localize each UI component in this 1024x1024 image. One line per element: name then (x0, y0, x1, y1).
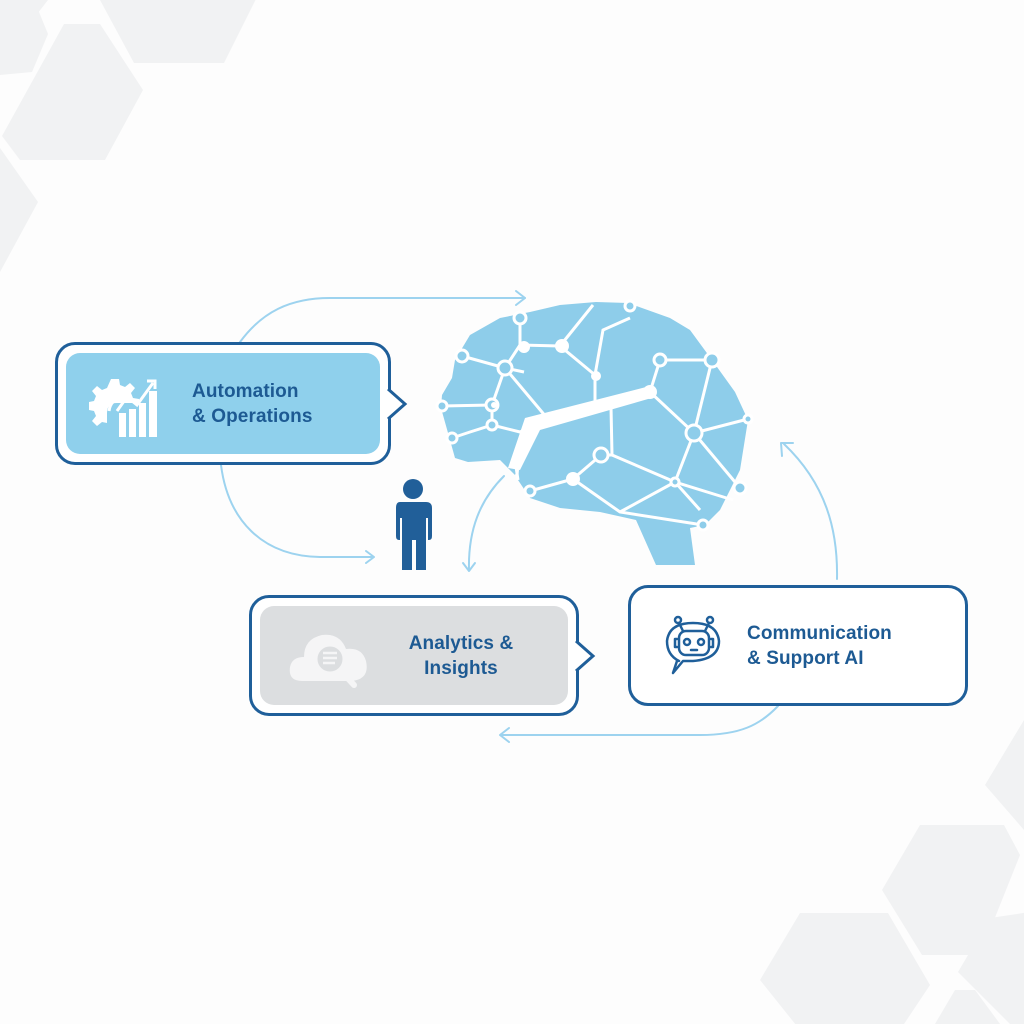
communication-label: Communication & Support AI (747, 621, 892, 671)
arrowhead-icon (365, 550, 375, 564)
hexagon-shape (100, 0, 256, 63)
automation-label: Automation & Operations (192, 379, 313, 429)
hexagon-shape (0, 0, 48, 75)
hexagon-shape (935, 990, 1000, 1024)
arrowhead-icon (499, 727, 510, 743)
arrowhead-icon (780, 442, 794, 457)
hexagon-shape (958, 912, 1024, 1024)
analytics-insights-card[interactable]: Analytics & Insights (249, 595, 579, 716)
hexagon-shape (0, 148, 38, 272)
connector-automation-to-brain (239, 297, 526, 343)
chatbot-icon (665, 615, 721, 675)
communication-label-line1: Communication (747, 623, 892, 644)
connector-brain-to-analytics (467, 475, 505, 571)
card-pointer-icon (575, 640, 596, 672)
arrowhead-icon (515, 290, 526, 306)
card-pointer-icon (387, 388, 408, 420)
automation-label-line2: & Operations (192, 406, 313, 427)
hexagon-shape (2, 24, 143, 160)
analytics-label-line2: Insights (424, 658, 498, 679)
hexagon-shape (882, 825, 1020, 955)
connector-communication-to-analytics (500, 705, 779, 736)
hexagon-shape (985, 720, 1024, 830)
analytics-label-line1: Analytics & (408, 633, 514, 654)
hexagon-shape (760, 913, 930, 1024)
analytics-label: Analytics & Insights (401, 631, 521, 681)
communication-support-card[interactable]: Communication & Support AI (628, 585, 968, 706)
cloud-search-icon (289, 634, 367, 688)
arrowhead-icon (462, 562, 476, 572)
connector-communication-to-brain (783, 443, 839, 580)
automation-label-line1: Automation (192, 381, 299, 402)
gear-chart-icon (89, 379, 157, 437)
connector-automation-to-person (220, 464, 374, 558)
person-icon (396, 479, 432, 570)
automation-operations-card[interactable]: Automation & Operations (55, 342, 391, 465)
communication-label-line2: & Support AI (747, 648, 864, 669)
